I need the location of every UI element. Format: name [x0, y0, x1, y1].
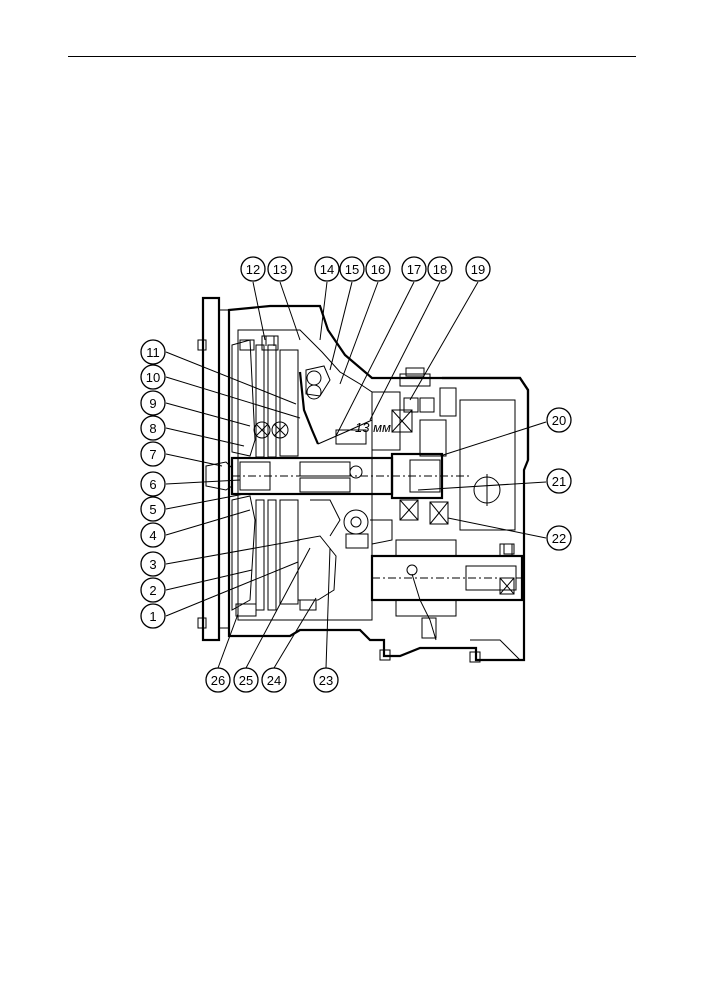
flywheel: [231, 339, 256, 611]
callout-11: 11: [140, 339, 166, 365]
svg-text:3: 3: [149, 557, 156, 572]
svg-text:11: 11: [146, 345, 160, 360]
inline-note: 13 мм: [355, 420, 391, 435]
callout-10: 10: [140, 364, 166, 390]
svg-text:8: 8: [149, 421, 156, 436]
svg-text:14: 14: [320, 262, 334, 277]
upper-gearbox: [335, 367, 457, 457]
output-shaft: [370, 539, 524, 617]
callout-1: 1: [140, 603, 166, 629]
callout-25: 25: [233, 667, 259, 693]
svg-text:21: 21: [552, 474, 566, 489]
main-shaft: [205, 452, 470, 500]
svg-text:24: 24: [267, 673, 281, 688]
callout-16: 16: [365, 256, 391, 282]
callout-8: 8: [140, 415, 166, 441]
svg-text:1: 1: [149, 609, 156, 624]
callout-21: 21: [546, 468, 572, 494]
callout-4: 4: [140, 522, 166, 548]
svg-text:2: 2: [149, 583, 156, 598]
callout-14: 14: [314, 256, 340, 282]
callout-13: 13: [267, 256, 293, 282]
svg-text:22: 22: [552, 531, 566, 546]
leader-lines: [165, 281, 547, 669]
callout-20: 20: [546, 407, 572, 433]
svg-text:23: 23: [319, 673, 333, 688]
svg-text:18: 18: [433, 262, 447, 277]
svg-text:5: 5: [149, 502, 156, 517]
callouts: 12 13 14 15 16 17 18 19 11 10 9 8 7 6 5 …: [140, 256, 572, 693]
friction-discs: [255, 344, 299, 611]
svg-text:12: 12: [246, 262, 260, 277]
clutch-bolts: [239, 335, 279, 351]
svg-text:26: 26: [211, 673, 225, 688]
svg-text:20: 20: [552, 413, 566, 428]
svg-text:17: 17: [407, 262, 421, 277]
svg-text:15: 15: [345, 262, 359, 277]
callout-23: 23: [313, 667, 339, 693]
svg-text:25: 25: [239, 673, 253, 688]
housing-outline: [201, 296, 530, 662]
callout-26: 26: [205, 667, 231, 693]
callout-5: 5: [140, 496, 166, 522]
svg-text:10: 10: [146, 370, 160, 385]
callout-15: 15: [339, 256, 365, 282]
bearings: [391, 397, 515, 595]
callout-17: 17: [401, 256, 427, 282]
callout-9: 9: [140, 390, 166, 416]
callout-19: 19: [465, 256, 491, 282]
release-springs: [253, 370, 322, 439]
callout-12: 12: [240, 256, 266, 282]
svg-text:6: 6: [149, 477, 156, 492]
callout-22: 22: [546, 525, 572, 551]
frame-fasteners: [197, 339, 515, 663]
callout-24: 24: [261, 667, 287, 693]
control-hub: [343, 509, 393, 549]
svg-text:7: 7: [149, 447, 156, 462]
svg-text:13: 13: [273, 262, 287, 277]
callout-3: 3: [140, 551, 166, 577]
shift-fork: [406, 564, 437, 641]
svg-text:16: 16: [371, 262, 385, 277]
header-rule: [68, 56, 636, 57]
callout-6: 6: [140, 471, 166, 497]
svg-text:9: 9: [149, 396, 156, 411]
callout-7: 7: [140, 441, 166, 467]
svg-text:4: 4: [149, 528, 156, 543]
svg-text:19: 19: [471, 262, 485, 277]
callout-18: 18: [427, 256, 453, 282]
lower-clutch: [235, 499, 341, 617]
callout-2: 2: [140, 577, 166, 603]
